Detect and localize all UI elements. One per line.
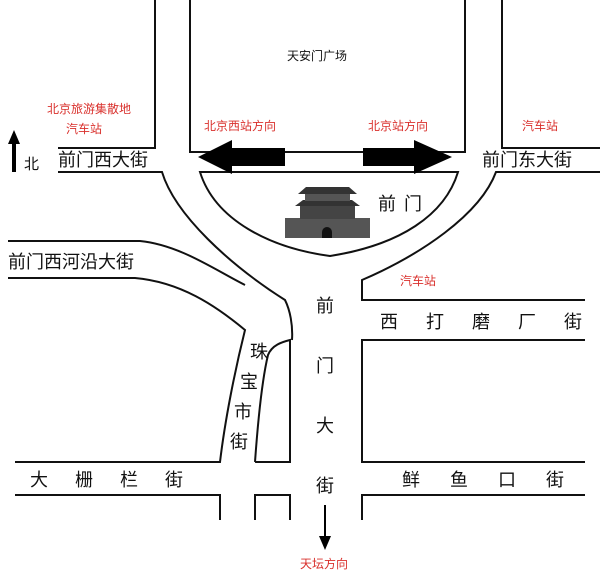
street-xianyukou-char: 鲜 — [402, 470, 420, 491]
bus-station-tourism-line2: 汽车站 — [66, 121, 102, 136]
street-qianmen-west: 前门西大街 — [58, 150, 148, 171]
qianmen-label: 前门 — [378, 194, 430, 215]
zhubaoshi-east — [254, 338, 291, 463]
xiheyan-bottom — [8, 277, 247, 463]
street-dashilan-char: 栅 — [75, 470, 93, 491]
north-label: 北 — [24, 155, 39, 173]
street-zhubaoshi-char: 街 — [230, 432, 248, 453]
street-xidamochang-char: 西 — [380, 312, 398, 333]
street-xidamochang-char: 街 — [564, 312, 582, 333]
west-curve — [58, 171, 294, 341]
street-zhubaoshi-char: 市 — [234, 402, 252, 423]
qianmen-gate-tower-icon — [285, 187, 370, 238]
bus-station-tourism-line1: 北京旅游集散地 — [47, 101, 131, 116]
xiheyan-top — [8, 240, 246, 286]
street-dashilan-char: 街 — [165, 470, 183, 491]
tiananmen-square-label: 天安门广场 — [287, 48, 347, 63]
xidamochang-bottom — [361, 339, 585, 463]
street-dashilan-char: 栏 — [120, 470, 138, 491]
street-qianmen-main-char: 门 — [316, 356, 334, 377]
nw-block — [58, 0, 156, 149]
street-xidamochang-char: 打 — [426, 312, 444, 333]
street-qianmen-main-char: 街 — [316, 476, 334, 497]
bus-station-east: 汽车站 — [522, 118, 558, 133]
street-zhubaoshi-char: 宝 — [240, 372, 258, 393]
south-arrow-icon — [319, 536, 331, 550]
north-arrow-icon — [8, 130, 20, 172]
west-arrow-icon — [198, 140, 285, 174]
street-xianyukou-char: 街 — [546, 470, 564, 491]
xianyukou-bottom — [361, 494, 585, 520]
street-xiheyan: 前门西河沿大街 — [8, 252, 134, 273]
street-dashilan-char: 大 — [30, 470, 48, 491]
dashilan-bottom — [15, 494, 221, 520]
south-mid-block — [254, 494, 291, 520]
bus-station-south: 汽车站 — [400, 273, 436, 288]
street-qianmen-main-char: 大 — [316, 416, 334, 437]
direction-west-station: 北京西站方向 — [204, 118, 276, 133]
direction-tiantan: 天坛方向 — [300, 556, 348, 571]
street-zhubaoshi-char: 珠 — [250, 342, 268, 363]
qianmen-island — [198, 171, 460, 258]
direction-beijing-station: 北京站方向 — [368, 118, 428, 133]
street-xianyukou-char: 鱼 — [450, 470, 468, 491]
east-curve — [361, 171, 600, 301]
street-qianmen-east: 前门东大街 — [482, 150, 572, 171]
ne-block — [501, 0, 600, 149]
street-qianmen-main-char: 前 — [316, 296, 334, 317]
street-xidamochang-char: 磨 — [472, 312, 490, 333]
street-xianyukou-char: 口 — [498, 470, 516, 491]
street-xidamochang-char: 厂 — [518, 312, 536, 333]
east-arrow-icon — [363, 140, 452, 174]
tiananmen-square-outline — [189, 0, 466, 153]
